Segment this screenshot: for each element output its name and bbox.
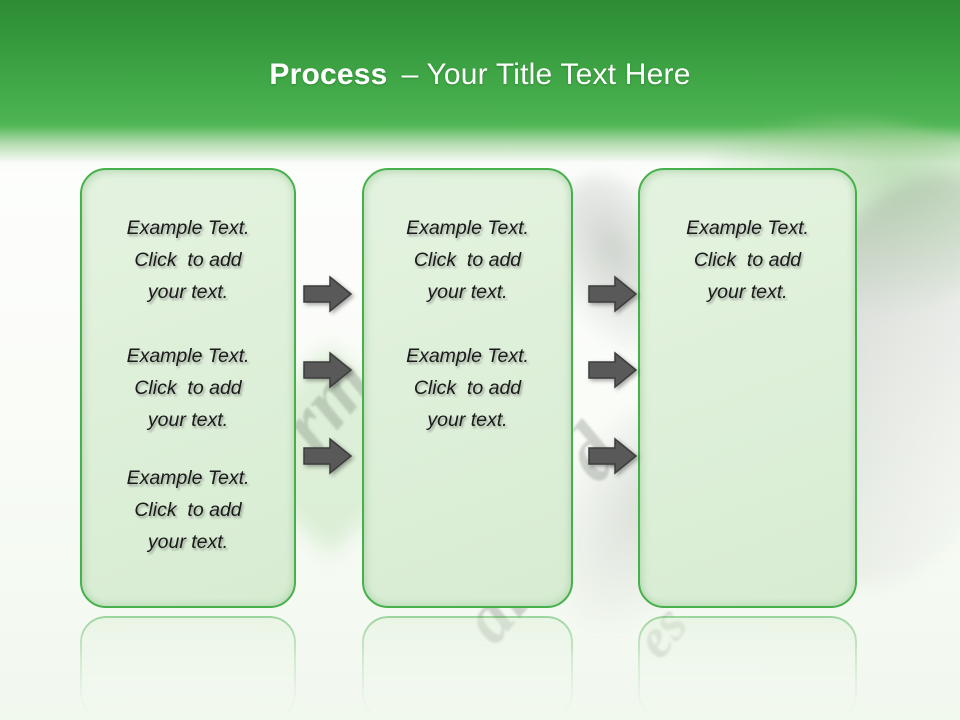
right-arrow-icon[interactable] xyxy=(303,350,353,390)
process-box-1[interactable]: Example Text. Click to add your text. Ex… xyxy=(80,168,296,608)
right-arrow-icon[interactable] xyxy=(588,274,638,314)
right-arrow-icon[interactable] xyxy=(588,436,638,476)
text-placeholder[interactable]: Example Text. Click to add your text. xyxy=(406,345,529,431)
text-placeholder[interactable]: Example Text. Click to add your text. xyxy=(126,217,250,303)
process-box-2[interactable]: Example Text. Click to add your text. Ex… xyxy=(362,168,573,608)
slide-title-keyword: Process xyxy=(269,58,388,91)
text-placeholder[interactable]: Example Text. Click to add your text. xyxy=(126,345,250,431)
process-box-3[interactable]: Example Text. Click to add your text. xyxy=(638,168,857,608)
box-reflection xyxy=(638,616,857,720)
right-arrow-icon[interactable] xyxy=(303,274,353,314)
slide-title[interactable]: Process – Your Title Text Here xyxy=(0,57,960,93)
right-arrow-icon[interactable] xyxy=(303,436,353,476)
right-arrow-icon[interactable] xyxy=(588,350,638,390)
box-reflection xyxy=(80,616,296,720)
box-reflection xyxy=(362,616,573,720)
text-placeholder[interactable]: Example Text. Click to add your text. xyxy=(686,217,809,303)
slide-title-text: – Your Title Text Here xyxy=(401,58,691,91)
text-placeholder[interactable]: Example Text. Click to add your text. xyxy=(406,217,529,303)
text-placeholder[interactable]: Example Text. Click to add your text. xyxy=(126,467,250,553)
